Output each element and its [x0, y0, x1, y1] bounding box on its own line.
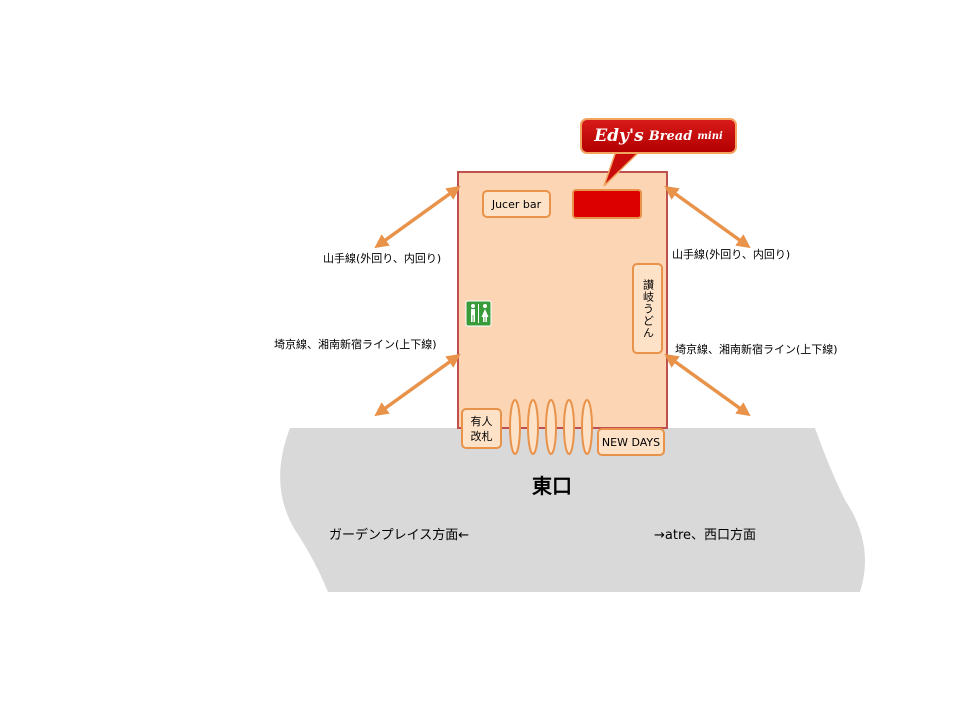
- manned-ticket-gate[interactable]: 有人改札: [461, 408, 502, 449]
- new-days-label: NEW DAYS: [601, 435, 661, 449]
- restroom-icon[interactable]: [465, 300, 492, 327]
- sanuki-udon-shop[interactable]: 讃岐うどん: [632, 263, 663, 354]
- double-arrow-icon: [664, 185, 751, 249]
- yamanote-line-right-label: 山手線(外回り、内回り): [672, 248, 791, 261]
- ticket-gate-icon: [509, 399, 593, 455]
- edys-bread-word: Bread: [648, 128, 693, 144]
- saikyo-line-left-label: 埼京線、湘南新宿ライン(上下線): [274, 338, 437, 351]
- east-exit-plaza: [280, 428, 865, 592]
- atre-west-exit-direction: →atre、西口方面: [654, 528, 757, 543]
- double-arrow-icon: [374, 353, 461, 417]
- ticket-gate[interactable]: [545, 399, 557, 455]
- ticket-gate[interactable]: [563, 399, 575, 455]
- garden-place-direction: ガーデンプレイス方面←: [329, 528, 470, 543]
- east-exit-title: 東口: [532, 474, 572, 498]
- edys-bread-sign[interactable]: Edy's Bread mini: [580, 118, 737, 154]
- manned-gate-label: 有人改札: [470, 414, 493, 443]
- ticket-gate[interactable]: [581, 399, 593, 455]
- edys-bread-counter[interactable]: [572, 189, 642, 219]
- yamanote-line-left-label: 山手線(外回り、内回り): [323, 252, 442, 265]
- new-days-shop[interactable]: NEW DAYS: [597, 428, 665, 456]
- double-arrow-icon: [664, 353, 751, 417]
- juicer-bar-label: Jucer bar: [491, 197, 542, 211]
- sanuki-udon-label: 讃岐うどん: [641, 278, 655, 339]
- saikyo-line-right-label: 埼京線、湘南新宿ライン(上下線): [675, 343, 838, 356]
- edys-mini-word: mini: [697, 130, 723, 142]
- ticket-gate[interactable]: [527, 399, 539, 455]
- double-arrow-icon: [374, 185, 461, 249]
- juicer-bar-shop[interactable]: Jucer bar: [482, 190, 551, 218]
- edys-name: Edy's: [594, 126, 644, 146]
- ticket-gate[interactable]: [509, 399, 521, 455]
